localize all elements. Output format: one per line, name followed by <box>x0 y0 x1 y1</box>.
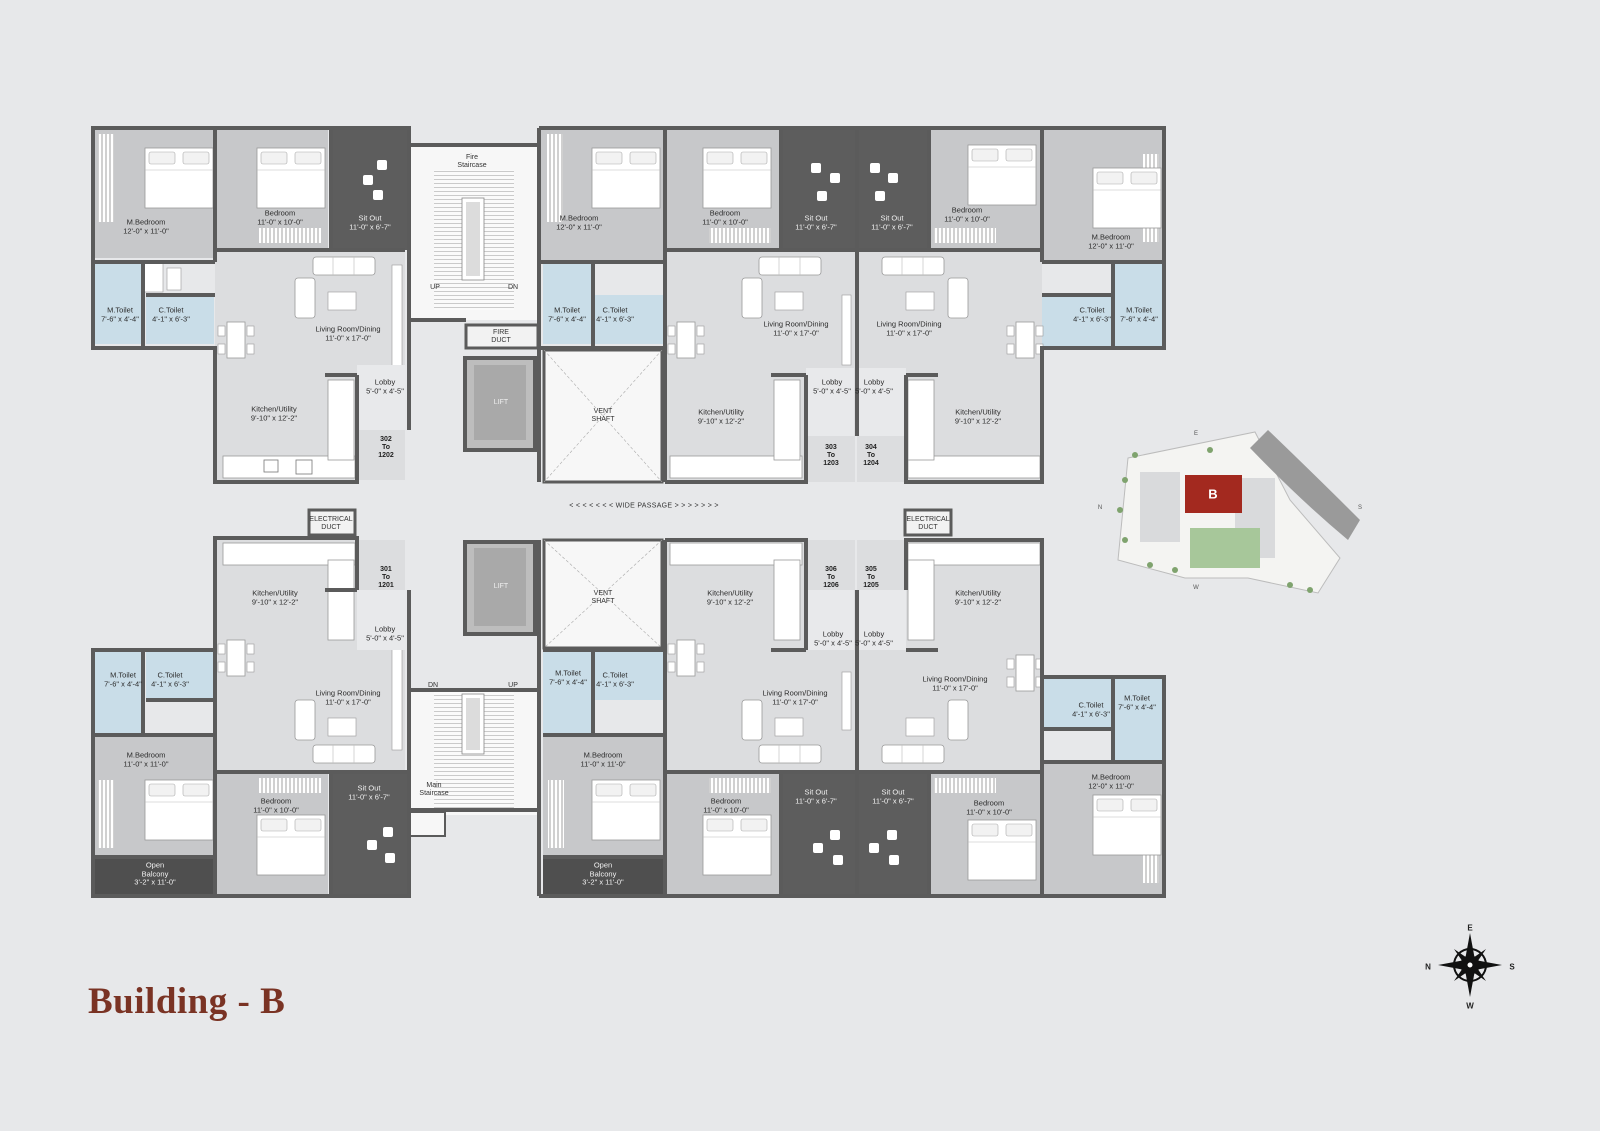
keyplan-west: W <box>1193 585 1199 591</box>
keyplan-building-marker: B <box>1208 486 1218 502</box>
lift-label-top: LIFT <box>493 399 509 406</box>
compass-north: N <box>1425 962 1431 972</box>
dn-label-bottom: DN <box>427 682 439 689</box>
apartment-306 <box>543 540 857 894</box>
up-label-bottom: UP <box>508 682 518 689</box>
apartment-303 <box>541 128 857 482</box>
dn-label: DN <box>507 284 519 291</box>
key-plan <box>1117 430 1360 594</box>
up-label: UP <box>430 284 440 291</box>
keyplan-south: S <box>1357 505 1363 511</box>
central-core <box>307 145 953 837</box>
compass-south: S <box>1509 962 1515 972</box>
compass-west: W <box>1466 1001 1474 1011</box>
compass <box>1438 933 1502 997</box>
keyplan-north: N <box>1097 505 1103 511</box>
wide-passage-label: < < < < < < < WIDE PASSAGE > > > > > > > <box>569 502 719 510</box>
page-title: Building - B <box>88 981 286 1022</box>
keyplan-east: E <box>1193 431 1199 437</box>
apartment-305 <box>857 540 1165 894</box>
lift-label-bottom: LIFT <box>493 583 509 590</box>
apartment-304 <box>857 128 1165 482</box>
compass-east: E <box>1467 923 1473 933</box>
apartment-301 <box>93 540 407 894</box>
apartment-302 <box>93 128 407 480</box>
